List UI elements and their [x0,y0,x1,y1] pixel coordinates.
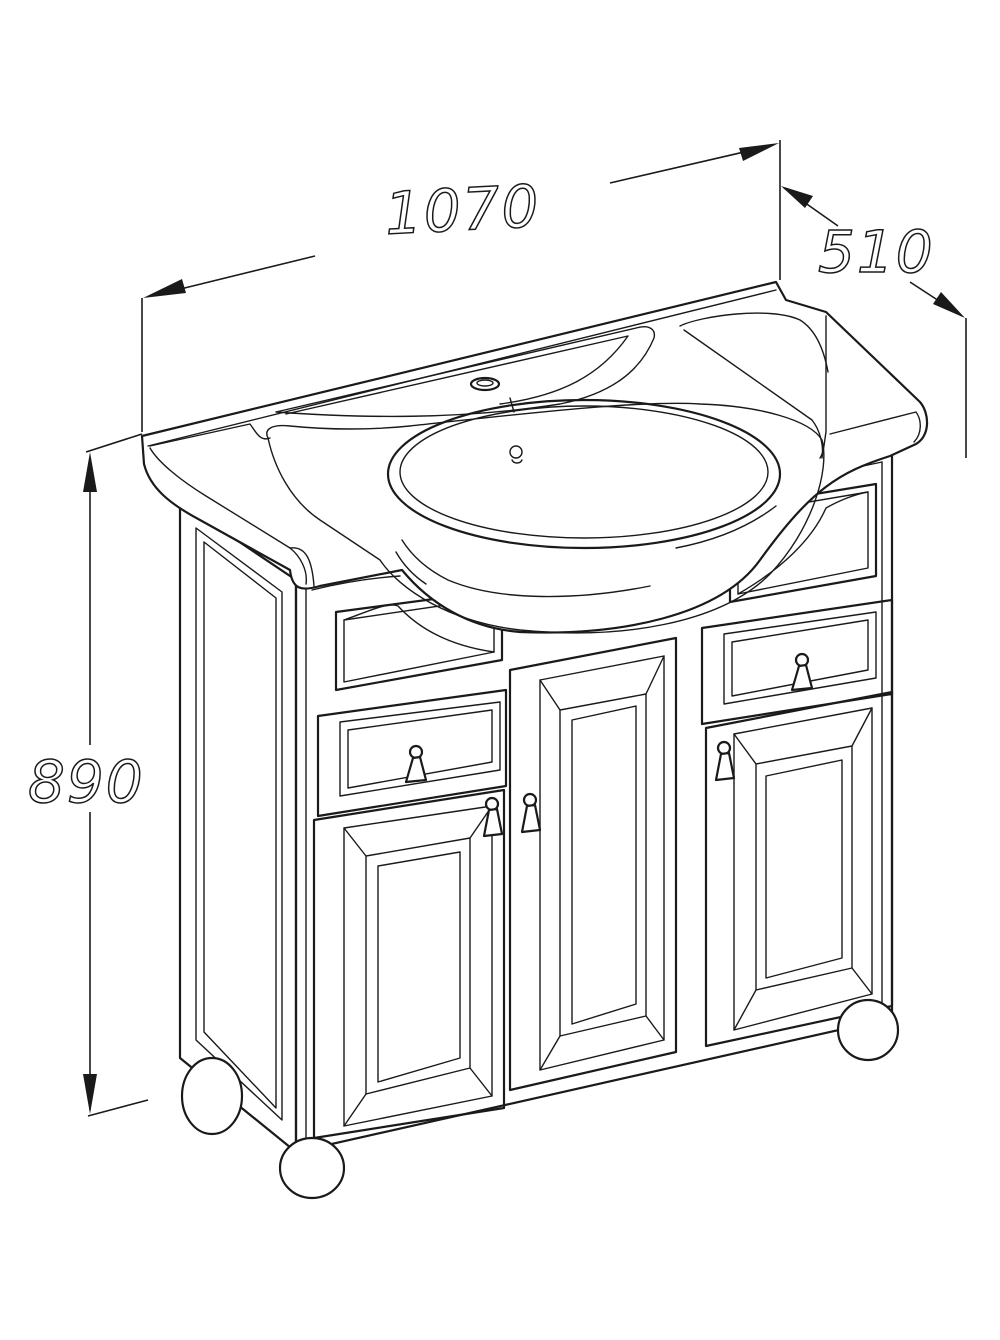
left-drawer-handle-icon[interactable] [404,744,428,784]
center-door[interactable] [508,636,678,1092]
right-door-handle-icon[interactable] [714,740,736,782]
foot-right-front [836,998,900,1062]
left-door[interactable] [312,788,506,1140]
basin-bowl [386,398,782,550]
countertop [140,280,929,634]
depth-arrow-back [781,186,813,208]
dimension-lines [83,140,967,1117]
height-arrow-top [83,452,97,492]
drain-icon [509,445,523,459]
cabinet-side-panel [178,500,298,1154]
height-extension-bottom [87,1099,149,1117]
foot-left-front [278,1136,346,1200]
width-arrow-left [143,279,186,298]
height-label: 890 [28,748,145,816]
center-door-handle-icon[interactable] [520,792,542,834]
right-drawer[interactable] [700,598,894,726]
cabinet-feet [180,998,900,1200]
right-door[interactable] [704,690,894,1048]
height-extension-top [85,433,143,453]
foot-left-back [180,1056,244,1136]
left-door-handle-icon[interactable] [482,796,504,838]
width-arrow-right [739,143,779,161]
height-arrow-bottom [83,1074,97,1114]
left-drawer[interactable] [316,688,508,818]
depth-label: 510 [818,218,935,286]
depth-arrow-front [933,292,965,318]
width-label: 1070 [383,172,542,248]
right-drawer-handle-icon[interactable] [790,652,814,692]
washbasin-top [140,280,929,634]
